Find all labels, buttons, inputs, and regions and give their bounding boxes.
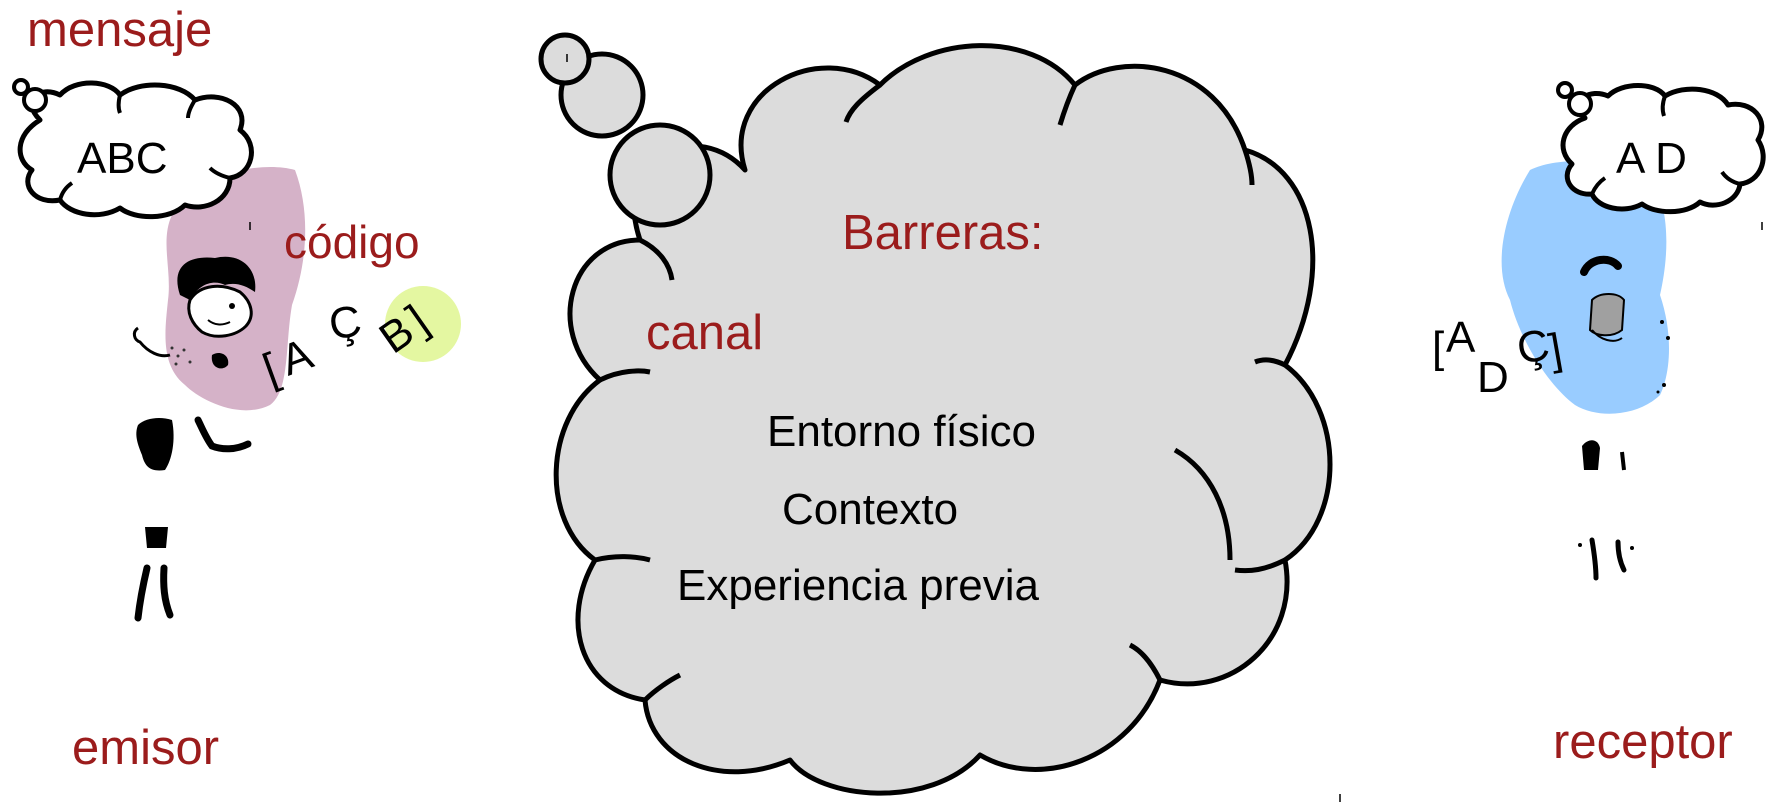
sender-code-c-cedilla: Ç — [325, 296, 365, 350]
receiver-role-label: receptor — [1553, 715, 1733, 769]
receiver-figure — [1578, 255, 1670, 581]
thought-cloud-icon — [17, 80, 254, 220]
channel-cloud-puff-small — [538, 32, 592, 86]
code-label: código — [284, 216, 420, 268]
barrier-item-previous-experience: Experiencia previa — [677, 561, 1039, 610]
channel-label: canal — [646, 306, 763, 360]
sender-role-label: emisor — [72, 721, 219, 775]
sender-code-highlight — [385, 286, 461, 362]
receiver-code-d: D — [1477, 353, 1509, 402]
channel-cloud — [538, 32, 1333, 796]
thought-cloud-icon — [1560, 83, 1766, 215]
sender-figure — [132, 256, 256, 622]
sender-thought-text: ABC — [77, 134, 167, 183]
receiver-thought-text: A D — [1616, 134, 1687, 183]
person-figure-icon — [1578, 255, 1670, 581]
receiver-code-open-bracket: [ — [1432, 323, 1444, 372]
message-label: mensaje — [27, 3, 212, 57]
barrier-item-context: Contexto — [782, 485, 958, 534]
barriers-label: Barreras: — [842, 206, 1044, 260]
receiver-thought-bubble — [1556, 81, 1766, 215]
channel-cloud-shape — [553, 43, 1333, 796]
sender-thought-bubble — [12, 78, 254, 220]
barrier-item-physical-environment: Entorno físico — [767, 407, 1036, 456]
receiver-code-a: A — [1446, 313, 1476, 362]
receiver-code-blob — [1501, 160, 1669, 414]
person-figure-icon — [132, 256, 256, 622]
channel-cloud-puff-large — [607, 122, 713, 228]
